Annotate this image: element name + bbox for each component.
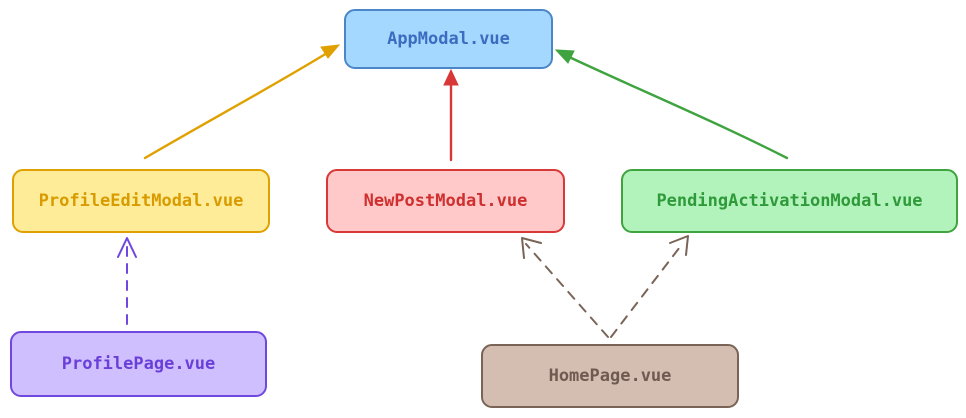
- edge-pending-to-app: [554, 49, 789, 160]
- node-label: AppModal.vue: [387, 29, 510, 49]
- edge-home-to-pending: [610, 235, 689, 338]
- edge-profile-page-to-profile-edit: [117, 237, 137, 325]
- node-profile-page: ProfilePage.vue: [10, 331, 267, 397]
- node-profile-edit-modal: ProfileEditModal.vue: [12, 169, 270, 233]
- node-box: [10, 331, 267, 397]
- node-box: [481, 344, 739, 408]
- arrowhead-icon: [117, 237, 137, 258]
- edge-home-to-new-post: [521, 237, 609, 338]
- edge-line: [565, 54, 789, 160]
- edge-profile-edit-to-app: [143, 44, 341, 160]
- node-box: [12, 169, 270, 233]
- node-home-page: HomePage.vue: [481, 344, 739, 408]
- edge-new-post-to-app: [443, 68, 459, 162]
- node-label: PendingActivationModal.vue: [656, 191, 922, 211]
- arrowhead-icon: [669, 235, 689, 256]
- node-label: HomePage.vue: [549, 366, 672, 386]
- arrowhead-icon: [320, 44, 341, 59]
- arrowhead-icon: [554, 49, 575, 64]
- edge-line: [525, 243, 609, 338]
- edge-line: [610, 242, 684, 338]
- node-box: [621, 169, 958, 233]
- node-new-post-modal: NewPostModal.vue: [326, 169, 565, 233]
- node-app-modal: AppModal.vue: [344, 9, 553, 69]
- node-label: NewPostModal.vue: [364, 191, 528, 211]
- arrowhead-icon: [521, 237, 542, 259]
- node-box: [344, 9, 553, 69]
- node-label: ProfileEditModal.vue: [39, 191, 244, 211]
- node-pending-activation-modal: PendingActivationModal.vue: [621, 169, 958, 233]
- node-box: [326, 169, 565, 233]
- node-label: ProfilePage.vue: [62, 354, 216, 374]
- edge-line: [143, 48, 334, 160]
- arrowhead-icon: [443, 68, 459, 86]
